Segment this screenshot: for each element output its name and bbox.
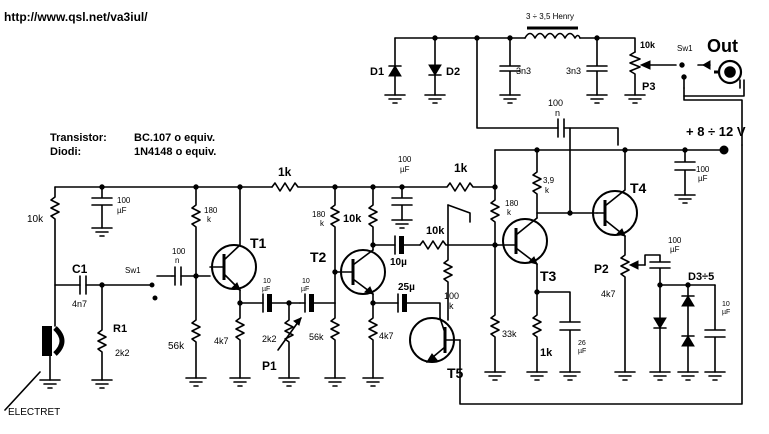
t3-label: T3 [540, 268, 557, 284]
p2-label: P2 [594, 262, 609, 276]
r4k7-b-label: 4k7 [379, 331, 394, 341]
c10u-r-unit: µF [722, 309, 730, 316]
t1-stage: 180 k 56k T1 4k7 10 µF 2k2 P1 10 [168, 186, 336, 387]
transistor-note-value: BC.107 o equiv. [134, 132, 215, 144]
c10u-b-value: 10 [302, 278, 310, 285]
diode-d2-symbol [428, 64, 442, 76]
diode-note-value: 1N4148 o equiv. [134, 146, 216, 158]
electret-mic-icon [39, 326, 65, 389]
d2-label: D2 [446, 66, 460, 78]
r56k-b-label: 56k [309, 332, 324, 342]
t4-stage: T4 P2 4k7 100 µF D3÷5 10 µF [592, 149, 730, 381]
diode-note-label: Diodi: [50, 146, 81, 158]
c100u-left-value: 100 [117, 196, 131, 205]
r56k-a-label: 56k [168, 341, 185, 352]
r180b-value: 180 [312, 210, 326, 219]
r180a-unit: k [207, 215, 212, 224]
c10u-mid-label: 10µ [390, 257, 407, 268]
c10u-r-value: 10 [722, 301, 730, 308]
t5-label: T5 [447, 365, 464, 381]
inductor-label: 3 ÷ 3,5 Henry [526, 12, 574, 21]
junction-dots [99, 35, 691, 306]
p3-value: 10k [640, 40, 656, 50]
c100u-mid-unit: µF [400, 165, 410, 174]
sw1-input-label: Sw1 [125, 266, 141, 275]
c100n-input-unit: n [175, 256, 179, 265]
t2-label: T2 [310, 249, 327, 265]
out-switch-label: Sw1 [677, 44, 693, 53]
t3-stage: 180 k 33k T3 1k 26 µF 3,9 k [484, 127, 598, 381]
c1-value: 4n7 [72, 299, 87, 309]
r100k-value: 100 [444, 291, 459, 301]
c100u-p2-unit: µF [670, 245, 680, 254]
diode-d1-symbol [388, 65, 402, 77]
transistor-t2-icon [334, 249, 386, 295]
c100n-top-unit: n [555, 108, 560, 118]
output-jack-icon [714, 59, 743, 85]
transistor-t5-icon [409, 317, 461, 363]
c25u-label: 25µ [398, 282, 415, 293]
c100n-top-label: 100 [548, 98, 563, 108]
c26u-value: 26 [578, 340, 586, 347]
c26u-unit: µF [578, 348, 586, 355]
t2-stage: 180 k 56k 10k T2 4k7 10µ 10k 25µ [309, 186, 499, 387]
r180a-value: 180 [204, 206, 218, 215]
r180c-unit: k [507, 208, 512, 217]
r33k-label: 33k [502, 329, 517, 339]
c100u-mid-value: 100 [398, 155, 412, 164]
r1k-a-label: 1k [278, 165, 292, 179]
t5-stage: 100 k T5 [409, 144, 743, 405]
transistor-note-label: Transistor: [50, 132, 107, 144]
out-label: Out [707, 36, 738, 56]
r100k-unit: k [449, 301, 454, 311]
mid-supply: 100 µF 1k [391, 149, 496, 229]
r1k-e-label: 1k [540, 347, 553, 359]
supply-label: + 8 ÷ 12 V [686, 124, 746, 139]
c100u-left-unit: µF [117, 206, 127, 215]
input-section: 1k 10k 100 µF C1 4n7 R1 2k2 ELECTRET Sw1 [4, 165, 403, 418]
source-url: http://www.qsl.net/va3iul/ [4, 10, 148, 24]
t4-label: T4 [630, 180, 647, 196]
inductor [524, 26, 581, 39]
r1-label: R1 [113, 323, 127, 335]
c100u-p2-value: 100 [668, 236, 682, 245]
p3-label: P3 [642, 81, 655, 93]
c100u-right-unit: µF [698, 174, 708, 183]
c1-label: C1 [72, 262, 88, 276]
c100n-input-value: 100 [172, 247, 186, 256]
r3k9-value: 3,9 [543, 176, 555, 185]
r3k9-unit: k [545, 186, 550, 195]
c10u-b-unit: µF [301, 286, 309, 293]
p2-value: 4k7 [601, 289, 616, 299]
r1-value: 2k2 [115, 348, 130, 358]
d1-label: D1 [370, 66, 384, 78]
r180c-value: 180 [505, 199, 519, 208]
p1-value: 2k2 [262, 334, 277, 344]
electret-label: ELECTRET [8, 407, 60, 418]
transistor-t1-icon [209, 186, 257, 291]
c100u-right-value: 100 [696, 165, 710, 174]
r10k-b-label: 10k [343, 213, 362, 225]
r4k7-a-label: 4k7 [214, 336, 229, 346]
r1k-b-label: 1k [454, 161, 468, 175]
r10k-c-label: 10k [426, 225, 445, 237]
filter-section: 3 ÷ 3,5 Henry D1 D2 3n3 3n3 10k P3 100 n [370, 12, 677, 146]
d35-label: D3÷5 [688, 271, 714, 283]
c3n3a-label: 3n3 [516, 66, 531, 76]
r180b-unit: k [320, 219, 325, 228]
t1-label: T1 [250, 235, 267, 251]
component-notes: Transistor: BC.107 o equiv. Diodi: 1N414… [50, 132, 216, 158]
transistor-t3-icon [497, 217, 548, 265]
transistor-t4-icon [592, 149, 638, 237]
c10u-a-value: 10 [263, 278, 271, 285]
output-section: Sw1 Out [677, 36, 745, 146]
p1-label: P1 [262, 359, 277, 373]
c3n3b-label: 3n3 [566, 66, 581, 76]
r10k-left-label: 10k [27, 214, 44, 225]
c10u-a-unit: µF [262, 286, 270, 293]
